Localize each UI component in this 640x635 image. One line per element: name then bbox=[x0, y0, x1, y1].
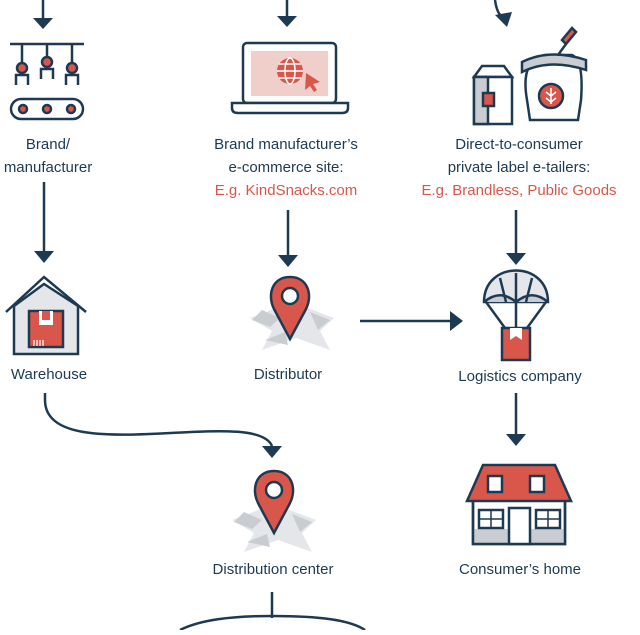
home-label: Consumer’s home bbox=[440, 558, 600, 581]
warehouse-icon bbox=[5, 275, 87, 356]
warehouse-label: Warehouse bbox=[0, 363, 98, 386]
arrow-distributor-to-logistics bbox=[360, 311, 463, 331]
arrow-logistics-to-home bbox=[506, 393, 526, 446]
dtc-label: Direct-to-consumer private label e-taile… bbox=[410, 133, 628, 202]
ecommerce-label-line-2: e-commerce site: bbox=[228, 159, 344, 176]
arrow-into-brand bbox=[33, 0, 53, 29]
brand-label-line-2: manufacturer bbox=[3, 159, 93, 176]
home-label-text: Consumer’s home bbox=[459, 561, 581, 578]
logistics-label-text: Logistics company bbox=[458, 368, 582, 385]
arrow-into-dtc bbox=[493, 0, 512, 27]
distribution-center-label-text: Distribution center bbox=[212, 561, 334, 578]
arrow-warehouse-to-distribution-center bbox=[43, 393, 282, 458]
parachute-package-icon bbox=[482, 269, 550, 362]
dtc-label-line-2: private label e-tailers: bbox=[447, 159, 591, 176]
arrow-brand-to-warehouse bbox=[34, 182, 54, 263]
laptop-globe-icon bbox=[230, 41, 350, 115]
milk-carton-grain-bag-icon bbox=[471, 26, 588, 126]
ecommerce-label-line-1: Brand manufacturer’s bbox=[214, 136, 358, 153]
house-icon bbox=[465, 463, 573, 546]
brand-label: Brand/ manufacturer bbox=[0, 133, 96, 179]
factory-robot-arms-icon bbox=[9, 42, 85, 121]
arrow-ecommerce-to-distributor bbox=[278, 210, 298, 267]
warehouse-label-text: Warehouse bbox=[10, 366, 88, 383]
logistics-label: Logistics company bbox=[440, 365, 600, 388]
map-pin-icon bbox=[232, 469, 316, 552]
distribution-center-label: Distribution center bbox=[193, 558, 353, 581]
ecommerce-example: E.g. KindSnacks.com bbox=[214, 182, 358, 199]
distributor-label: Distributor bbox=[228, 363, 348, 386]
connector-distribution-center-down bbox=[179, 592, 366, 632]
dtc-label-line-1: Direct-to-consumer bbox=[455, 136, 583, 153]
distributor-label-text: Distributor bbox=[253, 366, 323, 383]
arrow-into-ecommerce bbox=[277, 0, 297, 27]
dtc-example: E.g. Brandless, Public Goods bbox=[421, 182, 617, 199]
arrow-dtc-to-logistics bbox=[506, 210, 526, 265]
brand-label-line-1: Brand/ bbox=[25, 136, 71, 153]
map-pin-icon bbox=[250, 275, 334, 350]
ecommerce-label: Brand manufacturer’s e-commerce site: E.… bbox=[186, 133, 386, 202]
